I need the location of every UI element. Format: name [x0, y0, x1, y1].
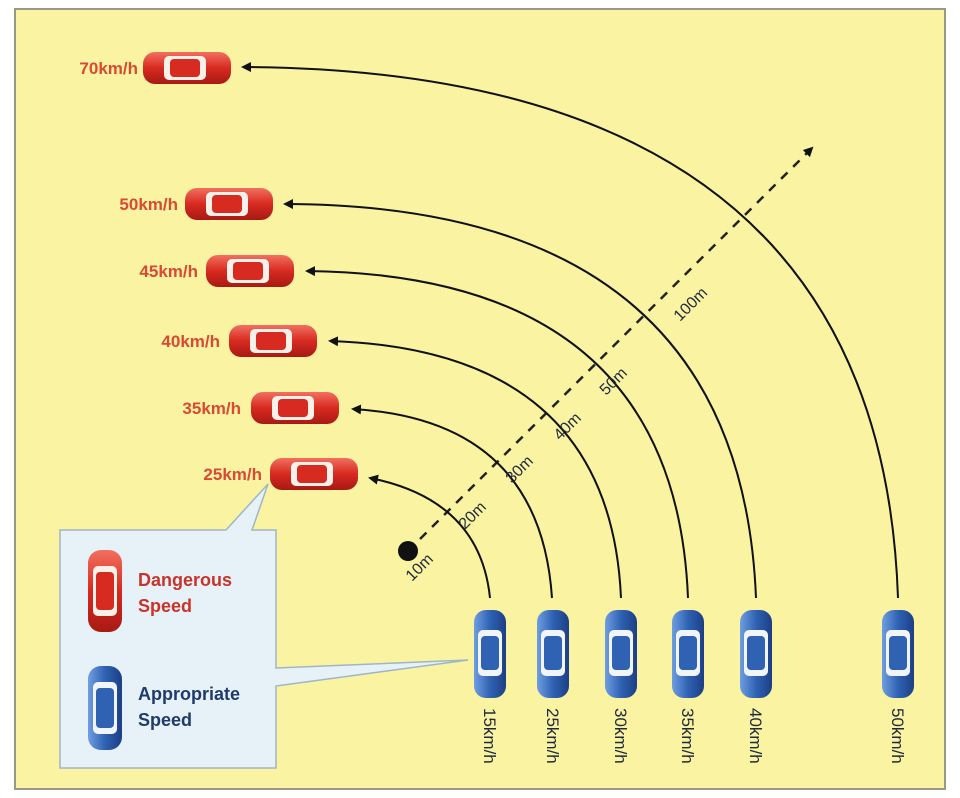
legend-appropriate-label-line1: Appropriate	[138, 684, 240, 704]
dangerous-speed-label: 35km/h	[182, 399, 241, 418]
distance-label: 40m	[551, 410, 585, 444]
legend-blue-car-icon	[88, 666, 122, 750]
blue-car-icon	[672, 610, 704, 698]
legend-dangerous-label-line1: Dangerous	[138, 570, 232, 590]
red-car-icon	[185, 188, 273, 220]
dangerous-speed-label: 70km/h	[79, 59, 138, 78]
legend-appropriate-label-line2: Speed	[138, 710, 192, 730]
appropriate-speed-label: 50km/h	[888, 708, 907, 764]
red-car-icon	[270, 458, 358, 490]
appropriate-speed-label: 35km/h	[678, 708, 697, 764]
arc-50-to-70	[241, 62, 899, 599]
distance-label: 20m	[456, 499, 490, 533]
legend-dangerous-label-line2: Speed	[138, 596, 192, 616]
red-car-icon	[229, 325, 317, 357]
blue-car-icon	[605, 610, 637, 698]
arc-25-to-35	[351, 404, 553, 599]
appropriate-speed-label: 25km/h	[543, 708, 562, 764]
red-car-icon	[251, 392, 339, 424]
appropriate-speed-label: 40km/h	[746, 708, 765, 764]
distance-dashed-ray	[407, 146, 814, 552]
blue-car-icon	[537, 610, 569, 698]
appropriate-speed-label: 30km/h	[611, 708, 630, 764]
legend-red-car-icon	[88, 550, 122, 632]
legend-box: Dangerous Speed Appropriate Speed	[59, 483, 469, 769]
blue-car-icon	[474, 610, 506, 698]
blue-car-icon	[740, 610, 772, 698]
appropriate-speed-label: 15km/h	[480, 708, 499, 764]
origin-point	[398, 541, 418, 561]
dangerous-speed-label: 50km/h	[119, 195, 178, 214]
dangerous-speed-label: 40km/h	[161, 332, 220, 351]
red-car-icon	[206, 255, 294, 287]
blue-car-icon	[882, 610, 914, 698]
arc-40-to-50	[283, 199, 757, 599]
arc-15-to-25	[368, 474, 491, 599]
dangerous-speed-label: 25km/h	[203, 465, 262, 484]
distance-label: 30m	[503, 453, 537, 487]
arc-35-to-45	[305, 266, 689, 599]
red-car-icon	[143, 52, 231, 84]
dangerous-speed-label: 45km/h	[139, 262, 198, 281]
distance-label: 100m	[671, 285, 711, 325]
arc-30-to-40	[328, 336, 622, 599]
